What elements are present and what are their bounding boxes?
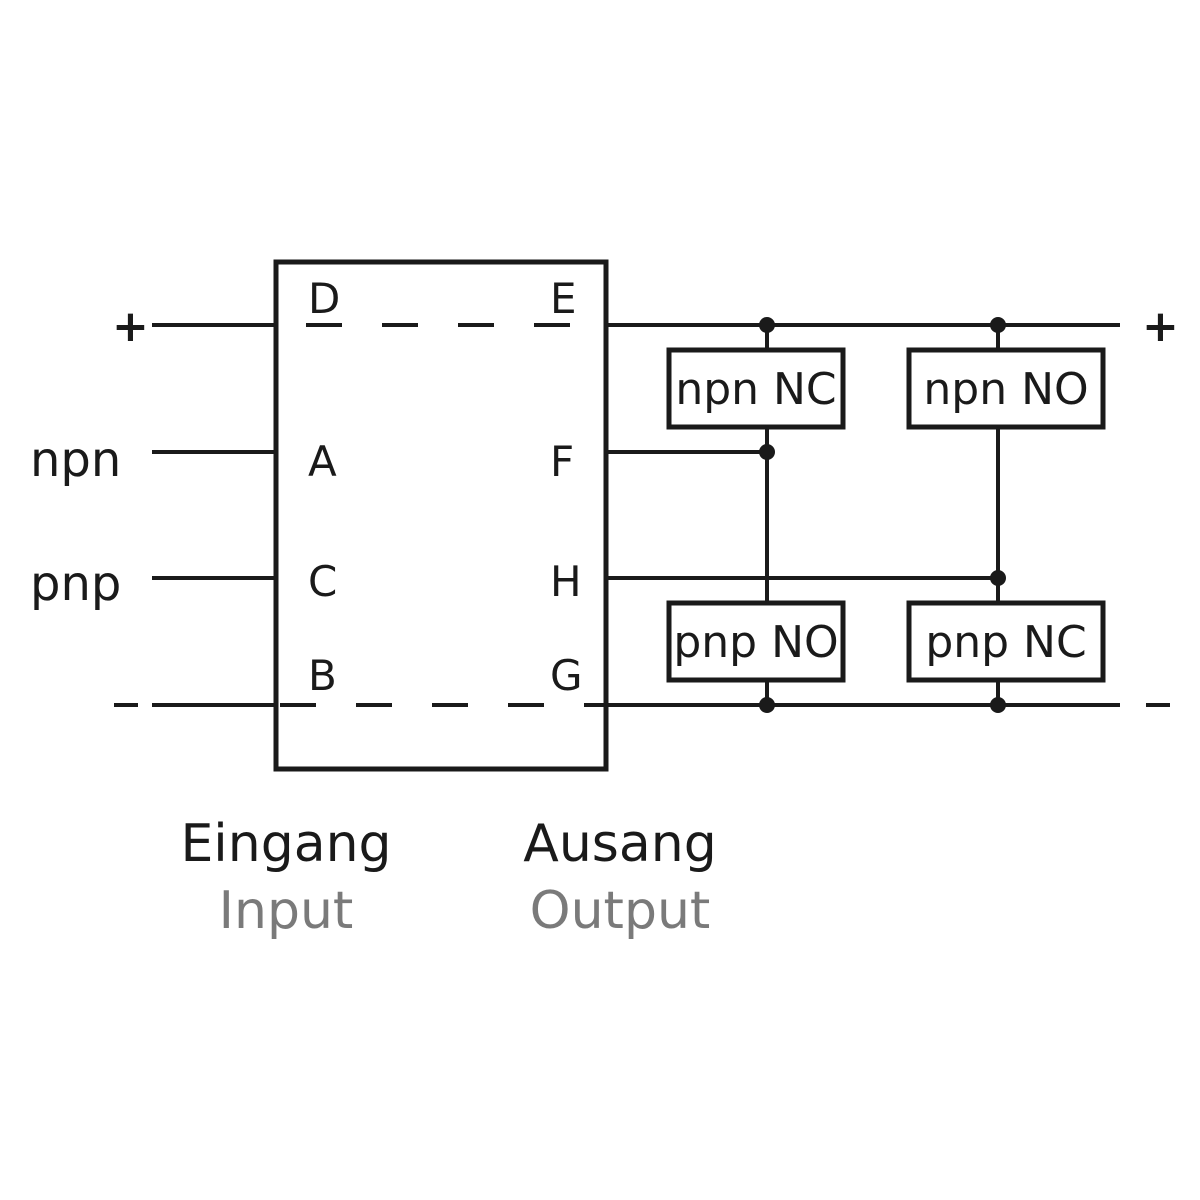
npn-nc-box xyxy=(666,347,846,430)
pin-g-label: G xyxy=(550,651,583,700)
pin-h-label: H xyxy=(550,557,582,606)
pnp-no-box xyxy=(666,600,846,683)
output-caption-en: Output xyxy=(530,881,711,941)
module-box xyxy=(273,259,609,772)
junction-dot xyxy=(990,697,1006,713)
input-caption-de: Eingang xyxy=(180,814,391,874)
npn-no-box xyxy=(906,347,1106,430)
pnp-nc-box xyxy=(906,600,1106,683)
pin-c-label: C xyxy=(308,557,337,606)
junction-dot xyxy=(759,697,775,713)
pnp-input-label: pnp xyxy=(30,556,121,612)
input-caption-en: Input xyxy=(219,881,354,941)
junction-dot xyxy=(759,317,775,333)
plus-right-label: + xyxy=(1142,301,1179,352)
pin-d-label: D xyxy=(308,274,340,323)
plus-left-label: + xyxy=(112,301,149,352)
pin-e-label: E xyxy=(550,274,577,323)
output-caption-de: Ausang xyxy=(523,814,716,874)
junction-dot xyxy=(759,444,775,460)
pin-a-label: A xyxy=(308,437,337,486)
npn-nc-label: npn NC xyxy=(675,364,836,415)
pin-f-label: F xyxy=(550,437,574,486)
junction-dot xyxy=(990,570,1006,586)
junction-dot xyxy=(990,317,1006,333)
pnp-nc-label: pnp NC xyxy=(925,617,1086,668)
pin-b-label: B xyxy=(308,651,337,700)
npn-no-label: npn NO xyxy=(923,364,1088,415)
pnp-no-label: pnp NO xyxy=(673,617,838,668)
npn-input-label: npn xyxy=(30,432,121,488)
